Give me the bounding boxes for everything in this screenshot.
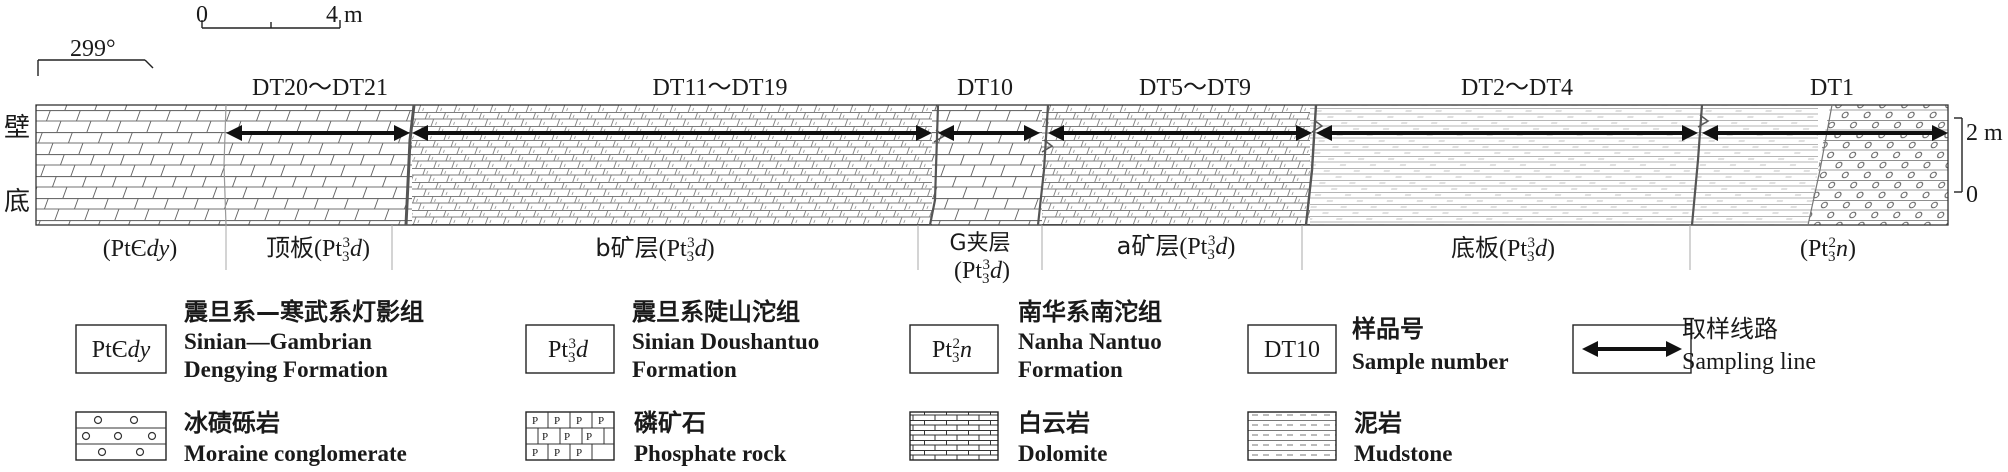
unit-floor-label: 底板(Pt33d): [1451, 234, 1555, 265]
boundary-oreb-g: [928, 104, 940, 226]
boundary-g-orea: [1036, 104, 1050, 226]
sampling-line-dt20-21: [226, 125, 410, 141]
height-scale-bottom: 0: [1966, 182, 1978, 208]
legend-mudstone-en: Mudstone: [1354, 441, 1452, 466]
legend-nantuo-code: Pt32n: [932, 336, 972, 366]
legend-doushantuo-cn: 震旦系陡山沱组: [632, 298, 800, 326]
legend-moraine-cn: 冰碛砾岩: [184, 409, 280, 437]
legend-dengying-en2: Dengying Formation: [184, 357, 388, 382]
sample-label-dt10: DT10: [957, 75, 1013, 101]
boundary-orea-floor: [1304, 104, 1318, 226]
legend-dengying-en1: Sinian—Gambrian: [184, 329, 372, 354]
legend-sample-en: Sample number: [1352, 349, 1509, 374]
legend-doushantuo-en1: Sinian Doushantuo: [632, 329, 819, 354]
sample-label-dt2-4: DT2～DT4: [1461, 75, 1573, 101]
legend-phosphate-p: P: [554, 415, 560, 427]
sample-label-dt11-19: DT11～DT19: [652, 75, 787, 101]
section-dengying-dolomite: [36, 105, 226, 225]
legend-sampling-line-en: Sampling line: [1682, 349, 1816, 375]
legend-item-phosphate: P P P P P P P P P P 磷矿石 Phosphate rock: [525, 409, 786, 466]
legend-item-sample: DT10 样品号 Sample number: [1247, 315, 1509, 374]
legend-item-moraine: 冰碛砾岩 Moraine conglomerate: [75, 409, 407, 466]
legend: PtЄdy 震旦系—寒武系灯影组 Sinian—Gambrian Dengyin…: [75, 298, 1816, 466]
unit-labels: (PtЄdy) 顶板(Pt33d) b矿层(Pt33d) G夹层 (Pt33d)…: [103, 231, 1856, 287]
boundary-moraine: [1807, 104, 1833, 226]
legend-dolomite-cn: 白云岩: [1018, 409, 1090, 437]
legend-phosphate-p: P: [564, 431, 570, 443]
sampling-line-dt1: [1702, 125, 1948, 141]
legend-sampling-line-cn: 取样线路: [1682, 315, 1778, 343]
section-profile: [35, 104, 1949, 270]
legend-phosphate-p: P: [576, 415, 582, 427]
sample-label-dt5-9: DT5～DT9: [1139, 75, 1251, 101]
sampling-line-dt5-9: [1048, 125, 1312, 141]
boundary-dengying-roof: [223, 104, 227, 226]
section-g-interlayer-dolomite: [932, 105, 1042, 225]
legend-doushantuo-code: Pt33d: [548, 336, 589, 366]
floor-label: 底: [4, 187, 30, 217]
legend-item-sampling-line: 取样线路 Sampling line: [1572, 315, 1816, 375]
sample-label-dt1: DT1: [1810, 75, 1854, 101]
height-scale-top: 2 m: [1966, 120, 2003, 146]
legend-item-mudstone: 泥岩 Mudstone: [1247, 409, 1452, 466]
section-ore-b-phosphate: [412, 105, 932, 225]
boundary-floor-nantuo: [1690, 104, 1704, 226]
legend-phosphate-p: P: [554, 447, 560, 459]
unit-dengying-label: (PtЄdy): [103, 236, 178, 262]
legend-phosphate-p: P: [532, 447, 538, 459]
legend-dengying-cn: 震旦系—寒武系灯影组: [184, 298, 424, 326]
legend-phosphate-p: P: [598, 415, 604, 427]
sample-label-dt20-21: DT20～DT21: [252, 75, 388, 101]
sampling-lines: [226, 125, 1948, 141]
legend-mudstone-cn: 泥岩: [1354, 409, 1402, 437]
wall-label: 壁: [4, 113, 30, 143]
unit-ore-a-label: a矿层(Pt33d): [1117, 232, 1236, 263]
legend-moraine-en: Moraine conglomerate: [184, 441, 407, 466]
legend-nantuo-en1: Nanha Nantuo: [1018, 329, 1162, 354]
legend-sample-cn: 样品号: [1352, 315, 1424, 343]
legend-dolomite-en: Dolomite: [1018, 441, 1107, 466]
scale-bar: 0 4 m: [196, 2, 363, 29]
unit-g-interlayer-label: G夹层: [949, 231, 1010, 256]
legend-phosphate-p: P: [586, 431, 592, 443]
unit-g-interlayer-code: (Pt33d): [954, 257, 1010, 287]
legend-doushantuo-en2: Formation: [632, 357, 737, 382]
orientation-marker: 299°: [37, 36, 154, 76]
legend-phosphate-p: P: [532, 415, 538, 427]
legend-phosphate-cn: 磷矿石: [634, 409, 706, 437]
scale-bar-start: 0: [196, 2, 208, 28]
height-scale: 2 m 0: [1954, 117, 2003, 208]
section-roof-dolomite: [226, 105, 412, 225]
legend-item-dengying: PtЄdy 震旦系—寒武系灯影组 Sinian—Gambrian Dengyin…: [75, 298, 424, 382]
legend-dengying-code: PtЄdy: [92, 337, 151, 363]
unit-nantuo-label: (Pt32n): [1800, 235, 1856, 265]
legend-nantuo-en2: Formation: [1018, 357, 1123, 382]
unit-roof-label: 顶板(Pt33d): [266, 234, 370, 265]
orientation-label: 299°: [70, 36, 116, 62]
sampling-line-dt10: [938, 125, 1040, 141]
scale-bar-end: 4 m: [326, 2, 363, 28]
legend-nantuo-cn: 南华系南沱组: [1018, 298, 1162, 326]
legend-phosphate-en: Phosphate rock: [634, 441, 786, 466]
legend-phosphate-p: P: [576, 447, 582, 459]
legend-sample-code: DT10: [1264, 337, 1320, 363]
legend-phosphate-p: P: [542, 431, 548, 443]
legend-item-nantuo: Pt32n 南华系南沱组 Nanha Nantuo Formation: [909, 298, 1162, 382]
section-nantuo-mudstone: [1690, 105, 1810, 225]
sampling-line-dt2-4: [1316, 125, 1698, 141]
section-ore-a-phosphate: [1042, 105, 1310, 225]
sampling-line-dt11-19: [412, 125, 932, 141]
unit-ore-b-label: b矿层(Pt33d): [595, 234, 714, 265]
legend-item-doushantuo: Pt33d 震旦系陡山沱组 Sinian Doushantuo Formatio…: [525, 298, 819, 382]
legend-item-dolomite: 白云岩 Dolomite: [909, 409, 1107, 466]
boundary-roof-oreb: [404, 104, 416, 226]
